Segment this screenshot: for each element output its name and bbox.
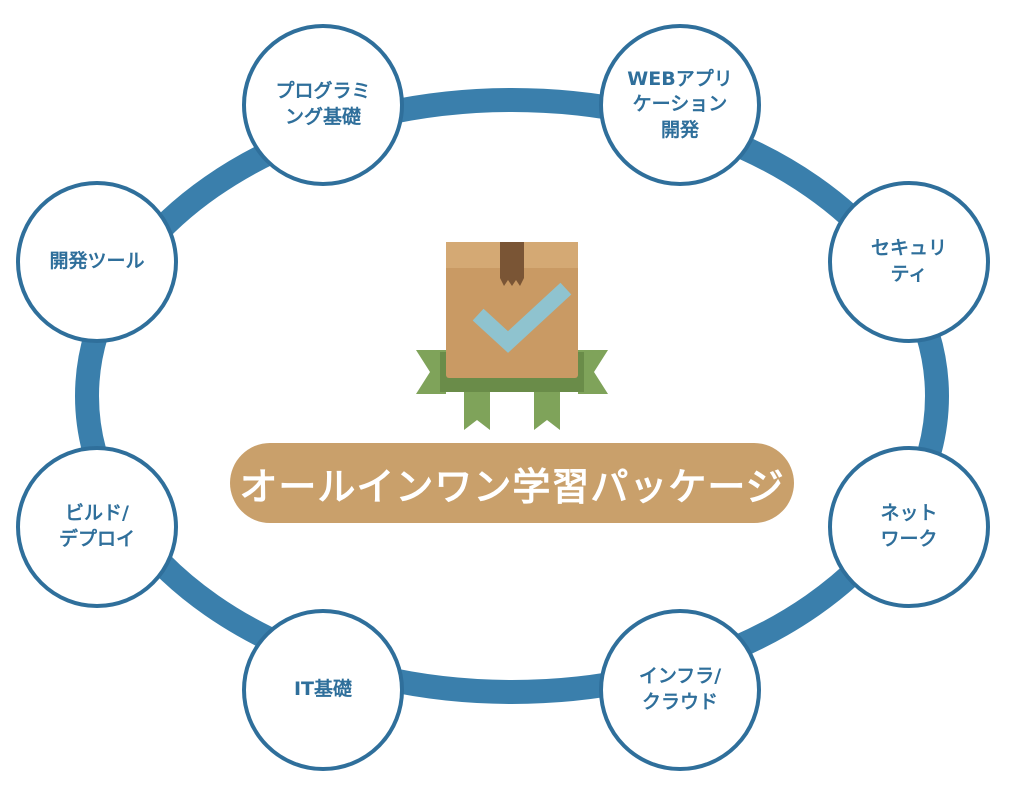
node-label-line: ワーク [880,528,938,550]
node-label-line: ビルド/ [65,502,129,525]
node-label: ネット ワーク [868,501,949,552]
node-label-line: ネット [880,502,938,525]
node-label: IT基礎 [282,677,364,703]
node-label-line: IT基礎 [293,678,353,701]
node-it-basics: IT基礎 [242,609,404,771]
box-tape-icon [500,278,524,286]
node-infra-cloud: インフラ/ クラウド [599,609,761,771]
box-tape-icon [500,242,524,278]
center-title: オールインワン学習パッケージ [239,464,785,509]
node-label-line: ティ [890,263,928,285]
node-label-line: セキュリ [870,237,947,260]
ribbon-band-icon [416,350,446,394]
node-security: セキュリ ティ [828,181,990,343]
node-label-line: WEBアプリ [627,67,733,90]
node-label: セキュリ ティ [859,236,959,287]
ribbon-band-icon [578,350,608,394]
node-development-tools: 開発ツール [16,181,178,343]
node-web-application-development: WEBアプリ ケーション 開発 [599,24,761,186]
node-label-line: ング基礎 [284,106,361,128]
node-label-line: デプロイ [58,528,135,550]
node-label: インフラ/ クラウド [627,664,733,715]
node-network: ネット ワーク [828,446,990,608]
node-label: 開発ツール [37,249,156,275]
node-label: プログラミ ング基礎 [263,79,382,130]
node-label-line: クラウド [641,691,718,713]
node-label-line: 開発 [660,118,699,141]
node-programming-basics: プログラミ ング基礎 [242,24,404,186]
node-label: ビルド/ デプロイ [47,501,147,552]
check-mark-icon [472,282,572,353]
node-build-deploy: ビルド/ デプロイ [16,446,178,608]
node-label-line: インフラ/ [638,665,722,688]
node-label-line: 開発ツール [49,250,145,273]
node-label: WEBアプリ ケーション 開発 [615,67,744,144]
node-label-line: プログラミ [275,80,371,103]
center-title-pill: オールインワン学習パッケージ [230,443,794,523]
box-body-icon [446,242,578,378]
ring-ellipse [75,88,949,704]
package-check-icon [416,242,608,430]
node-label-line: ケーション [632,93,728,116]
